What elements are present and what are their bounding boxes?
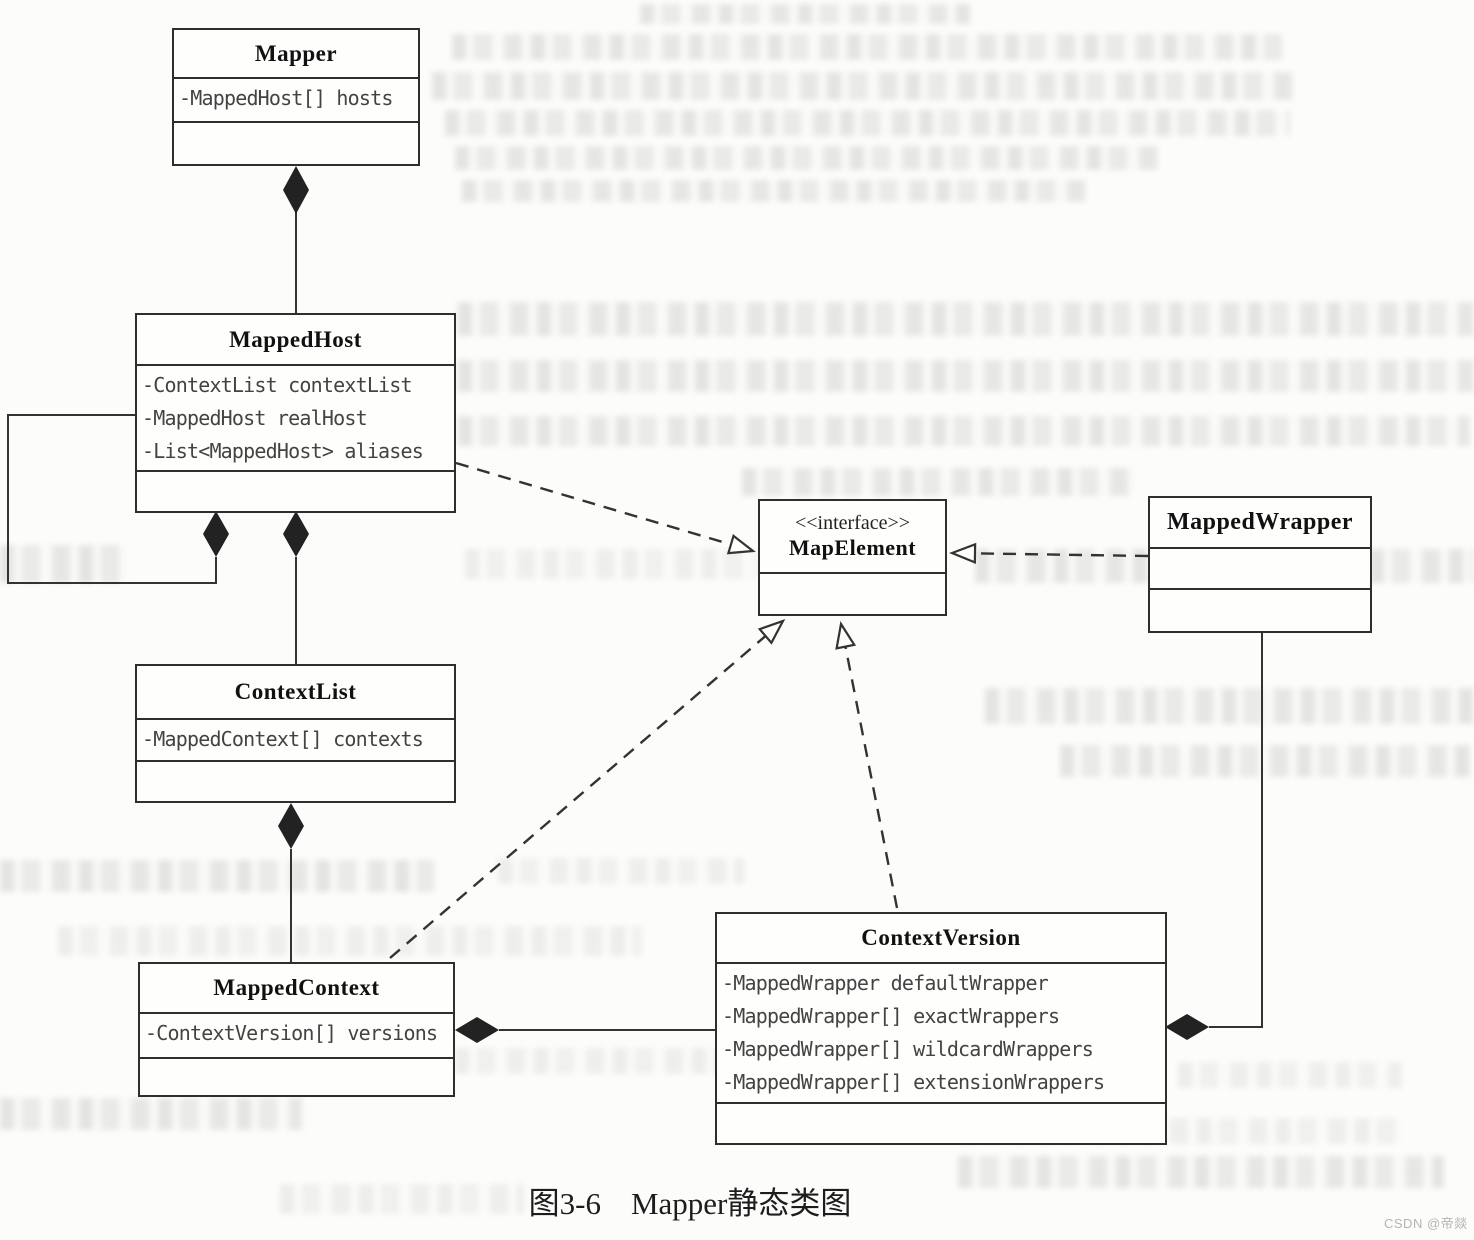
composition-diamond-mapper: [283, 166, 309, 214]
composition-diamond-mappedcontext: [455, 1017, 499, 1043]
bleed-through-line: [455, 146, 1160, 170]
empty-compartment: [174, 121, 418, 164]
bleed-through-line: [498, 858, 744, 884]
class-title: MappedHost: [229, 326, 362, 352]
class-contextlist: ContextList -MappedContext[] contexts: [135, 664, 456, 803]
bleed-through-line: [1178, 1062, 1402, 1088]
figure-caption: 图3-6 Mapper静态类图: [470, 1178, 910, 1223]
bleed-through-line: [465, 549, 757, 579]
empty-compartment: [140, 1057, 453, 1095]
class-mapper: Mapper -MappedHost[] hosts: [172, 28, 420, 166]
class-attribute: -MappedWrapper[] extensionWrappers: [722, 1070, 1105, 1094]
bleed-through-line: [985, 688, 1474, 724]
bleed-through-line: [452, 34, 1282, 60]
bleed-through-line: [58, 926, 642, 956]
class-attribute: -MappedWrapper[] exactWrappers: [722, 1004, 1060, 1028]
composition-diamond-mappedhost: [283, 511, 309, 557]
bleed-through-line: [445, 110, 1290, 136]
empty-compartment: [1150, 588, 1370, 631]
composition-diamond-mappedhost-self: [203, 511, 229, 557]
class-title: MappedWrapper: [1166, 509, 1354, 535]
class-attribute: -MappedWrapper[] wildcardWrappers: [722, 1037, 1094, 1061]
bleed-through-line: [0, 545, 126, 583]
composition-diamond-contextlist: [278, 803, 304, 849]
class-attribute: -MappedHost realHost: [142, 406, 368, 430]
bleed-through-line: [462, 180, 1087, 202]
bleed-through-line: [458, 416, 1470, 446]
realization-mappedwrapper-mapelement: [952, 553, 1149, 556]
class-attribute: -ContextVersion[] versions: [145, 1021, 438, 1045]
empty-compartment: [137, 760, 454, 801]
empty-compartment: [717, 1102, 1165, 1143]
class-title: ContextVersion: [861, 925, 1021, 950]
bleed-through-line: [432, 72, 1294, 100]
figure-caption-number: 图3-6: [528, 1186, 601, 1221]
composition-diamond-contextversion: [1165, 1014, 1209, 1040]
class-attribute: -MappedContext[] contexts: [142, 727, 424, 751]
class-contextversion: ContextVersion -MappedWrapper defaultWra…: [715, 912, 1167, 1145]
class-mappedcontext: MappedContext -ContextVersion[] versions: [138, 962, 455, 1097]
line-contextversion-mappedwrapper: [1209, 633, 1263, 1028]
interface-stereotype: <<interface>>: [794, 512, 911, 534]
class-mappedhost: MappedHost -ContextList contextList -Map…: [135, 313, 456, 513]
bleed-through-line: [0, 860, 434, 892]
class-title: MapElement: [788, 535, 917, 560]
bleed-through-line: [458, 302, 1474, 336]
bleed-through-line: [958, 1156, 1444, 1188]
class-mappedwrapper: MappedWrapper: [1148, 496, 1372, 633]
bleed-through-line: [1060, 745, 1474, 777]
class-title: MappedContext: [213, 975, 380, 1000]
bleed-through-line: [455, 1048, 747, 1074]
class-attribute: -List<MappedHost> aliases: [142, 439, 424, 463]
bleed-through-line: [0, 1098, 302, 1130]
figure-caption-title: Mapper静态类图: [630, 1186, 852, 1221]
interface-mapelement: <<interface>> MapElement: [758, 499, 947, 616]
empty-compartment: [1150, 547, 1370, 588]
class-title: Mapper: [254, 40, 338, 66]
realization-mappedhost-mapelement: [455, 461, 753, 551]
class-attribute: -ContextList contextList: [142, 373, 413, 397]
bleed-through-line: [742, 468, 1134, 496]
empty-compartment: [137, 470, 454, 511]
bleed-through-line: [458, 360, 1474, 392]
class-attribute: -MappedHost[] hosts: [179, 86, 393, 110]
watermark-text: CSDN @帝燚: [1384, 1216, 1468, 1231]
empty-compartment: [760, 572, 945, 614]
class-title: ContextList: [234, 679, 357, 704]
class-attribute: -MappedWrapper defaultWrapper: [722, 971, 1049, 995]
bleed-through-line: [640, 4, 970, 24]
realization-contextversion-mapelement: [841, 624, 899, 909]
